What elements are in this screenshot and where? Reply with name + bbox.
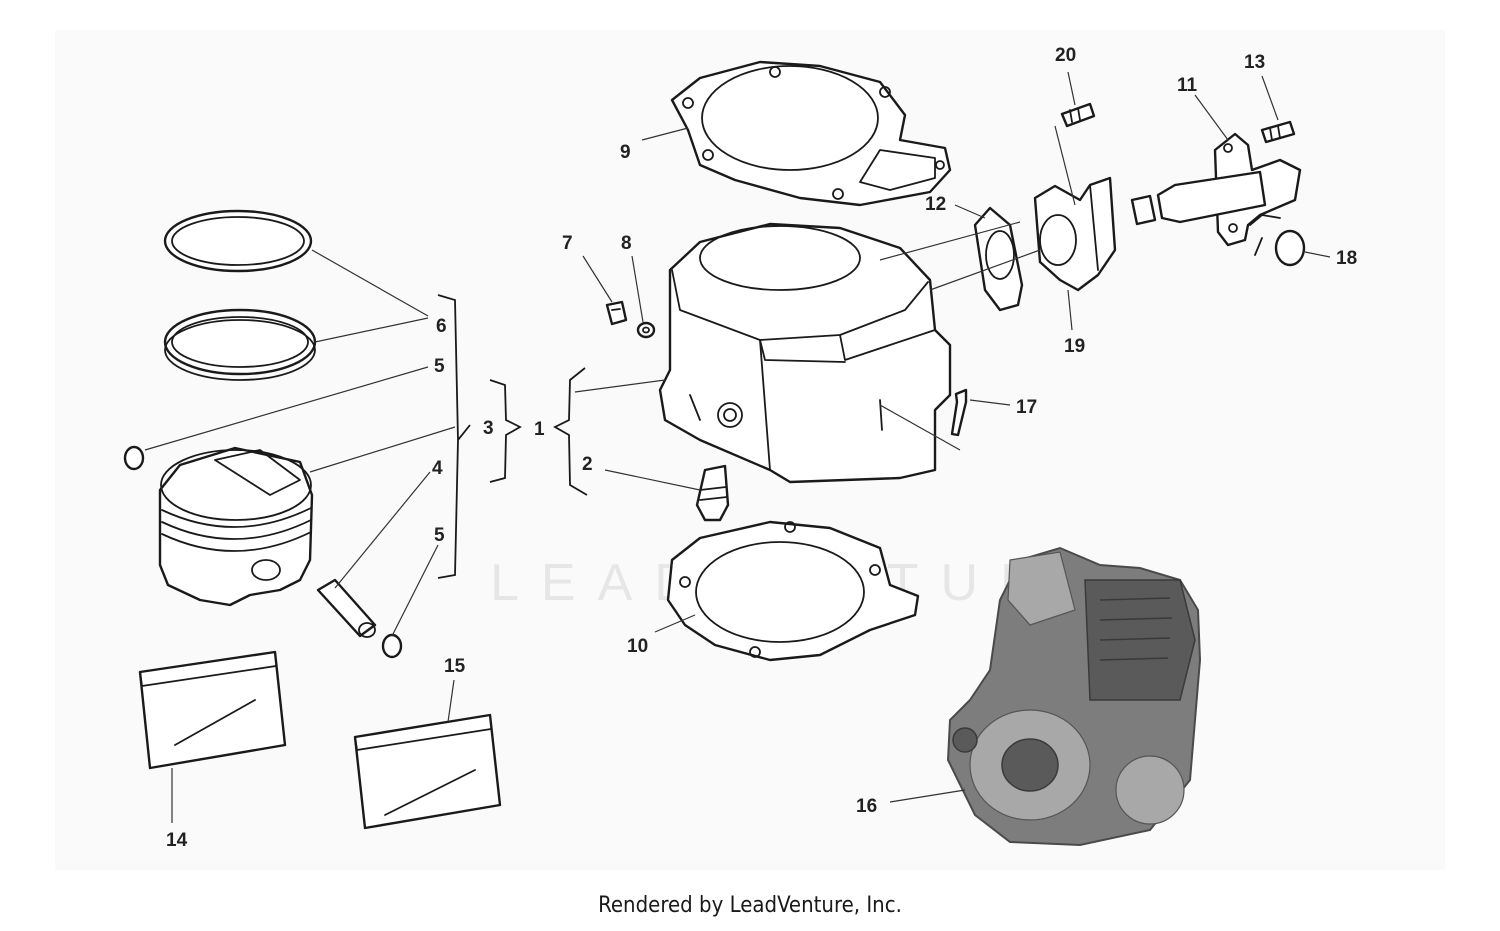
piston-pin-part-4[interactable]	[316, 578, 377, 638]
callout-4: 4	[432, 458, 443, 479]
callout-8: 8	[621, 233, 632, 254]
piston-ring-oil-part-6[interactable]	[163, 308, 317, 381]
pouch-part-15[interactable]	[353, 713, 502, 830]
callout-9: 9	[620, 142, 631, 163]
callout-6: 6	[436, 316, 447, 337]
callout-11: 11	[1177, 75, 1198, 96]
callout-13: 13	[1244, 52, 1265, 73]
callout-3: 3	[483, 418, 494, 439]
head-gasket-part-9[interactable]	[670, 60, 952, 207]
callout-14: 14	[166, 830, 188, 851]
callout-2: 2	[582, 454, 593, 475]
circlip-part-5-upper[interactable]	[123, 445, 145, 471]
callout-7: 7	[562, 233, 573, 254]
callout-19: 19	[1064, 336, 1085, 357]
callout-20: 20	[1055, 45, 1076, 66]
bolt-part-7[interactable]	[605, 300, 628, 326]
intake-manifold-part-19[interactable]	[1033, 176, 1117, 292]
cylinder-part-1[interactable]	[658, 222, 952, 484]
piston-ring-top-part-6[interactable]	[163, 209, 313, 273]
piston-part-3[interactable]	[158, 446, 314, 607]
callout-10: 10	[627, 636, 648, 657]
o-ring-part-18[interactable]	[1249, 214, 1306, 267]
intake-gasket-part-12[interactable]	[973, 206, 1024, 312]
callout-15: 15	[444, 656, 466, 677]
brace-group-1b	[553, 367, 588, 496]
callout-12: 12	[925, 194, 946, 215]
washer-part-8[interactable]	[636, 321, 656, 339]
bolt-part-17[interactable]	[950, 388, 968, 437]
callout-16: 16	[856, 796, 877, 817]
screw-part-13[interactable]	[1260, 120, 1296, 144]
pouch-part-14[interactable]	[138, 650, 287, 770]
callout-labels: 1 2 3 4 5 5 6 7 8 9 10 11 12 13 14 15 16…	[166, 45, 1357, 851]
circlip-part-5-lower[interactable]	[381, 633, 403, 659]
engine-assembly-part-16[interactable]	[946, 546, 1202, 847]
brace-group-1	[489, 379, 522, 483]
callout-18: 18	[1336, 248, 1357, 269]
callout-1: 1	[534, 419, 545, 440]
leader-lines	[144, 71, 1331, 823]
brace-group-3	[437, 294, 471, 579]
callout-5-lower: 5	[434, 525, 445, 546]
carb-adapter-part-11[interactable]	[1130, 132, 1302, 247]
screw-part-20[interactable]	[1060, 102, 1096, 128]
base-gasket-part-10[interactable]	[666, 520, 920, 662]
fitting-part-2[interactable]	[695, 464, 730, 522]
callout-5-upper: 5	[434, 356, 445, 377]
footer-credit: Rendered by LeadVenture, Inc.	[598, 893, 902, 918]
callout-17: 17	[1016, 397, 1037, 418]
